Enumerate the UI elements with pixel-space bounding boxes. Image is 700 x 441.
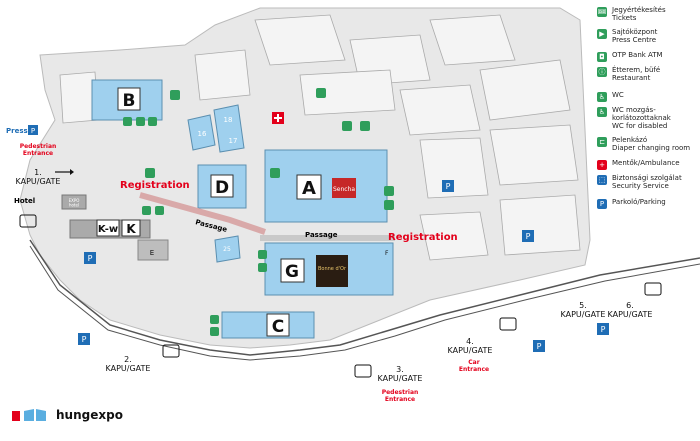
legend-label: WC mozgás- korlátozottaknak WC for disab…: [612, 106, 671, 130]
legend-item: ◘ OTP Bank ATM: [597, 51, 663, 62]
restaurant-sign: [332, 178, 356, 198]
registration-left: Registration: [120, 180, 190, 191]
security-icon: ⬚: [597, 175, 607, 185]
passage-label-2: Passage: [305, 231, 338, 239]
gate-5-label: 5.KAPU/GATE: [561, 301, 606, 319]
parking-signs: P P P P P P: [78, 180, 609, 352]
legend-label: Mentők/Ambulance: [612, 159, 680, 167]
hall-kw-letter: K-w: [98, 224, 118, 235]
restaurant-icon: ⓘ: [597, 67, 607, 77]
legend-item: ⬚ Biztonsági szolgálat Security Service: [597, 174, 682, 190]
parking-icon: P: [597, 199, 607, 209]
service-icons: [123, 88, 394, 336]
restaurant-sign-text: Sencha: [333, 186, 355, 193]
wheelchair-icon: ♿: [597, 107, 607, 117]
wc-icon: ♿: [597, 92, 607, 102]
hall-g-label-box: [280, 258, 305, 283]
city-blocks: [59, 14, 581, 261]
hall-25[interactable]: [214, 235, 241, 263]
hall-kw[interactable]: [96, 219, 120, 237]
hall-d-label-box: [210, 174, 234, 198]
ticket-icon: 🎟: [597, 7, 607, 17]
gate-6-label: 6.KAPU/GATE: [608, 301, 653, 319]
legend-label: Jegyértékesítés Tickets: [612, 6, 666, 22]
legend-label: Parkoló/Parking: [612, 198, 666, 206]
svg-text:P: P: [446, 182, 451, 191]
legend-label: WC: [612, 91, 624, 99]
press-parking-icon: [28, 125, 38, 135]
brand-name: hungexpo: [56, 408, 123, 422]
press-icon: ▶: [597, 29, 607, 39]
hall-a[interactable]: [264, 149, 388, 223]
gate-1-label: 1.KAPU/GATE: [16, 168, 61, 186]
hall-e[interactable]: [137, 239, 169, 261]
hall-c-letter: C: [272, 317, 284, 337]
atm-icon: ◘: [597, 52, 607, 62]
gate-3-label: 3.KAPU/GATE: [378, 365, 423, 383]
hall-k-letter: K: [126, 222, 136, 236]
legend-label: Sajtóközpont Press Centre: [612, 28, 658, 44]
gate-1-arrowhead: [70, 169, 74, 175]
legend-label: Étterem, büfé Restaurant: [612, 66, 661, 82]
svg-text:P: P: [88, 254, 93, 263]
press-parking-p: P: [31, 127, 35, 135]
hall-25-label: 25: [223, 246, 231, 253]
legend-item: ⊏ Pelenkázó Diaper changing room: [597, 136, 690, 152]
legend-item: ♿ WC mozgás- korlátozottaknak WC for disa…: [597, 106, 671, 130]
hotel-label: Hotel: [14, 197, 35, 205]
hall-b-label-box: [117, 87, 141, 111]
first-aid-cross: [274, 114, 282, 122]
legend-item: ♿ WC: [597, 91, 624, 102]
registration-right: Registration: [388, 232, 458, 243]
legend-item: P Parkoló/Parking: [597, 198, 666, 209]
hall-18-label: 18: [224, 116, 233, 124]
perimeter-road-inner: [29, 245, 700, 361]
legend-item: ▶ Sajtóközpont Press Centre: [597, 28, 657, 44]
legend-item: ⓘ Étterem, büfé Restaurant: [597, 66, 660, 82]
bus-icons: [19, 214, 662, 378]
legend-label: OTP Bank ATM: [612, 51, 663, 59]
hall-c-label-box: [266, 313, 290, 337]
legend-label: Pelenkázó Diaper changing room: [612, 136, 691, 152]
legend-item: 🎟 Jegyértékesítés Tickets: [597, 6, 666, 22]
hall-18-17[interactable]: [213, 104, 245, 153]
hall-a-letter: A: [302, 178, 316, 199]
svg-text:P: P: [537, 342, 542, 351]
perimeter-road: [29, 239, 700, 356]
hall-e-letter: E: [150, 249, 154, 257]
hall-d-letter: D: [215, 178, 229, 198]
expo-hotel[interactable]: [61, 194, 87, 210]
gate-4-label: 4.KAPU/GATE: [448, 337, 493, 355]
passage-path-1: [139, 192, 266, 235]
svg-text:P: P: [526, 232, 531, 241]
store-sign: [316, 255, 348, 287]
svg-text:P: P: [82, 335, 87, 344]
hall-f-letter: F: [385, 250, 389, 257]
hall-17-label: 17: [229, 137, 238, 145]
hall-k[interactable]: [121, 219, 141, 237]
svg-text:P: P: [601, 325, 606, 334]
hall-a-label-box: [296, 174, 322, 200]
first-aid-icon: +: [597, 160, 607, 170]
gate-2-label: 2.KAPU/GATE: [106, 355, 151, 373]
hall-b-letter: B: [123, 91, 136, 111]
legend-label: Biztonsági szolgálat Security Service: [612, 174, 682, 190]
hungexpo-logo-icon: [12, 409, 46, 421]
brand-footer: hungexpo: [12, 407, 123, 423]
legend-item: + Mentők/Ambulance: [597, 159, 680, 170]
press-label: Press: [6, 127, 28, 135]
store-sign-text: Bonne d'Or: [318, 266, 347, 272]
hall-g-letter: G: [285, 262, 299, 282]
baby-changing-icon: ⊏: [597, 137, 607, 147]
hall-16[interactable]: [187, 114, 216, 151]
hall-16-label: 16: [198, 130, 207, 138]
